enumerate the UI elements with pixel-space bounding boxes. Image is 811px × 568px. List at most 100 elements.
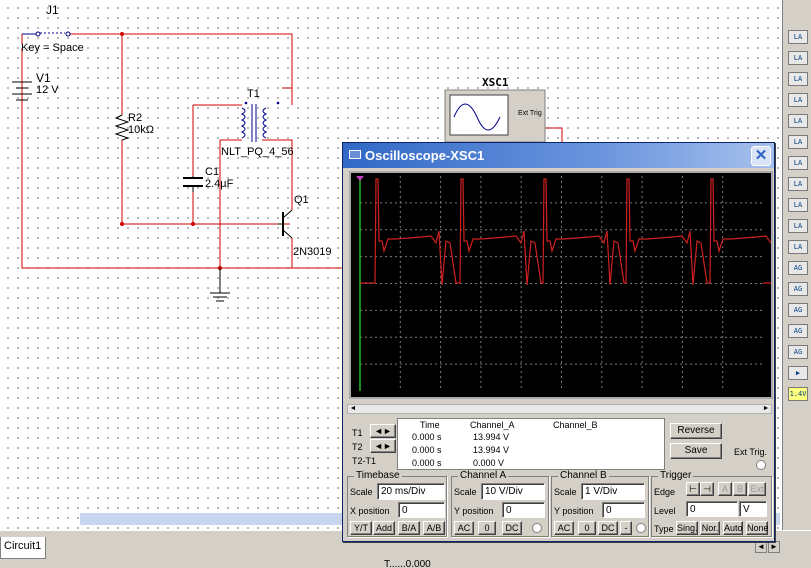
screen-scrollbar[interactable]: ◄ ► [347,404,772,414]
instrument-tool-icon[interactable]: LA [788,30,808,44]
instrument-tool-icon[interactable]: LA [788,219,808,233]
tab-circuit1[interactable]: Circuit1 [0,537,46,559]
channel-b-ypos-label: Y position [554,506,594,516]
channel-a-scale-label: Scale [454,487,477,497]
instrument-tool-icon[interactable]: LA [788,240,808,254]
t2-arrow-buttons[interactable]: ◄► [370,439,396,453]
trigger-level-label: Level [654,506,676,516]
channel-b-ac-button[interactable]: AC [554,521,574,535]
scroll-right-icon[interactable]: ► [762,405,770,412]
channel-a-title: Channel A [458,470,509,481]
x-position-label: X position [350,506,390,516]
resistor-value: 10kΩ [128,124,154,136]
channel-a-ypos-field[interactable]: 0 [502,502,545,518]
instruments-toolbar: LA LA LA LA LA LA LA LA LA LA LA AG AG AG AG AG ▶ 1.4V [781,0,811,530]
trigger-edge-a-button[interactable]: A [718,482,732,496]
falling-edge-icon[interactable]: ⊣ [700,482,714,496]
instrument-tool-icon[interactable]: 1.4V [788,387,808,401]
readout-table: Time Channel_A Channel_B 0.000 s 13.994 … [397,418,665,470]
trigger-none-button[interactable]: None [746,521,769,535]
t2-time: 0.000 s [412,445,442,455]
t1-time: 0.000 s [412,432,442,442]
channel-b-dc-button[interactable]: DC [598,521,618,535]
save-button[interactable]: Save [670,443,722,459]
transistor-ref: Q1 [294,194,309,206]
scroll-left-icon[interactable]: ◄ [349,405,357,412]
capacitor-ref: C1 [205,166,220,178]
channel-b-terminal[interactable] [636,523,646,533]
yt-mode-button[interactable]: Y/T [350,521,372,535]
channel-a-ac-button[interactable]: AC [454,521,474,535]
trigger-auto-button[interactable]: Auto [723,521,743,535]
readout-header-cha: Channel_A [470,420,515,430]
x-position-field[interactable]: 0 [398,502,445,518]
instrument-tool-icon[interactable]: AG [788,345,808,359]
source-ref: V1 [36,71,51,85]
instrument-tool-icon[interactable]: LA [788,93,808,107]
trigger-edge-b-button[interactable]: B [733,482,747,496]
ab-mode-button[interactable]: A/B [423,521,445,535]
channel-b-minus-button[interactable]: - [620,521,632,535]
t2-cha: 13.994 V [473,445,510,455]
channel-b-title: Channel B [558,470,609,481]
instrument-tool-icon[interactable]: LA [788,177,808,191]
trigger-level-unit[interactable]: V [739,501,767,517]
channel-a-group: Channel A Scale 10 V/Div Y position 0 AC… [451,470,549,537]
oscilloscope-screen[interactable] [349,171,773,399]
channel-a-zero-button[interactable]: 0 [478,521,496,535]
timebase-group: Timebase Scale 20 ms/Div X position 0 Y/… [347,470,447,537]
status-text: T......0.000 [384,559,431,568]
oscilloscope-window: Oscilloscope-XSC1 ✕ ◄ ► T1 ◄► T2 ◄► T2-T… [342,142,775,542]
t2-t1-cha: 0.000 V [473,458,505,468]
trigger-edge-label: Edge [654,487,676,497]
channel-a-scale-field[interactable]: 10 V/Div [481,483,545,500]
channel-b-scale-field[interactable]: 1 V/Div [581,483,645,500]
scroll-left-button[interactable]: ◄ [755,541,767,553]
reverse-button[interactable]: Reverse [670,423,722,439]
instrument-tool-icon[interactable]: AG [788,261,808,275]
instrument-tool-icon[interactable]: AG [788,282,808,296]
instrument-tool-icon[interactable]: LA [788,72,808,86]
instrument-tool-icon[interactable]: LA [788,135,808,149]
close-button[interactable]: ✕ [751,146,771,166]
t1-arrow-buttons[interactable]: ◄► [370,424,396,438]
scroll-right-button[interactable]: ► [768,541,780,553]
oscilloscope-window-icon [349,150,361,159]
ext-trig-terminal[interactable] [756,460,766,470]
instrument-tool-icon[interactable]: LA [788,114,808,128]
channel-b-zero-button[interactable]: 0 [578,521,596,535]
t1-cha: 13.994 V [473,432,510,442]
transformer-model: NLT_PQ_4_56 [221,146,294,158]
ba-mode-button[interactable]: B/A [398,521,420,535]
instrument-tool-icon[interactable]: LA [788,198,808,212]
trigger-single-button[interactable]: Sing. [676,521,698,535]
instrument-tool-icon[interactable]: AG [788,303,808,317]
trigger-group: Trigger Edge ⊢ ⊣ A B Ext Level 0 V Type … [651,470,772,537]
oscilloscope-title-bar[interactable]: Oscilloscope-XSC1 [343,143,774,168]
trigger-type-label: Type [654,524,674,534]
trigger-normal-button[interactable]: Nor. [700,521,720,535]
trigger-edge-ext-button[interactable]: Ext [748,482,766,496]
transistor-model: 2N3019 [293,246,332,258]
instrument-tool-icon[interactable]: LA [788,156,808,170]
readout-header-chb: Channel_B [553,420,598,430]
rising-edge-icon[interactable]: ⊢ [686,482,700,496]
instrument-tool-icon[interactable]: AG [788,324,808,338]
t2-label: T2 [352,442,363,452]
trigger-title: Trigger [658,470,694,481]
timebase-scale-label: Scale [350,487,373,497]
channel-a-dc-button[interactable]: DC [502,521,522,535]
add-mode-button[interactable]: Add [373,521,395,535]
transformer-ref: T1 [247,88,260,100]
oscilloscope-grid [351,173,771,397]
channel-a-terminal[interactable] [532,523,542,533]
trigger-level-field[interactable]: 0 [686,501,738,517]
capacitor-value: 2.4µF [205,178,234,190]
instrument-tool-icon[interactable]: LA [788,51,808,65]
switch-ref: J1 [46,3,59,17]
timebase-scale-field[interactable]: 20 ms/Div [377,483,445,500]
channel-b-group: Channel B Scale 1 V/Div Y position 0 AC … [551,470,649,537]
t1-label: T1 [352,428,363,438]
instrument-tool-icon[interactable]: ▶ [788,366,808,380]
channel-b-ypos-field[interactable]: 0 [602,502,645,518]
